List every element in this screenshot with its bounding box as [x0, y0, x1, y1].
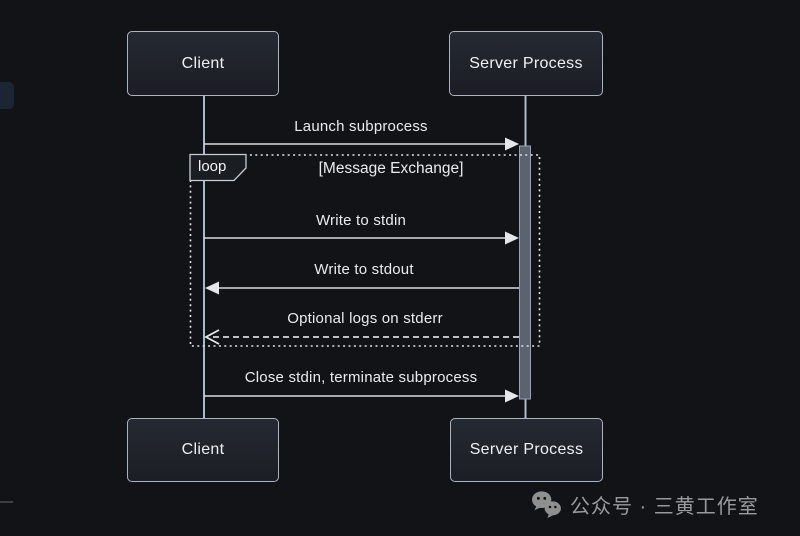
loop-label: loop [198, 158, 227, 175]
wechat-bubbles-icon [532, 491, 561, 519]
arrow-write-stdout-head [205, 281, 219, 295]
actor-label-client-top: Client [181, 54, 225, 72]
loop-label-tab [189, 153, 247, 182]
loop-frame [189, 154, 541, 347]
message-label-launch-subprocess: Launch subprocess [294, 118, 428, 135]
message-label-write-stdin: Write to stdin [315, 212, 407, 229]
arrow-launch-subprocess-head [505, 137, 519, 151]
actor-box-server-top: Server Process [449, 31, 603, 96]
actor-box-client-top: Client [127, 31, 279, 96]
actor-label-server-top: Server Process [469, 54, 583, 72]
message-label-stderr: Optional logs on stderr [287, 310, 443, 327]
message-label-write-stdout: Write to stdout [314, 261, 414, 278]
actor-label-server-bottom: Server Process [469, 441, 584, 458]
server-activation-bar [519, 145, 531, 400]
loop-condition: [Message Exchange] [318, 160, 464, 177]
edge-dash-artifact [0, 501, 13, 503]
actor-label-client-bottom: Client [181, 441, 225, 458]
edge-artifact [0, 82, 14, 109]
arrow-close-stdin-head [505, 389, 519, 403]
arrow-stderr-open-head [204, 329, 220, 345]
watermark: 公众号 · 三黄工作室 [531, 490, 759, 519]
watermark-text: 公众号 · 三黄工作室 [570, 496, 759, 518]
message-label-close-stdin: Close stdin, terminate subprocess [244, 369, 478, 386]
actor-box-server-bottom: Server Process [450, 418, 603, 482]
arrow-write-stdin-head [505, 231, 519, 245]
actor-box-client-bottom: Client [127, 418, 279, 482]
